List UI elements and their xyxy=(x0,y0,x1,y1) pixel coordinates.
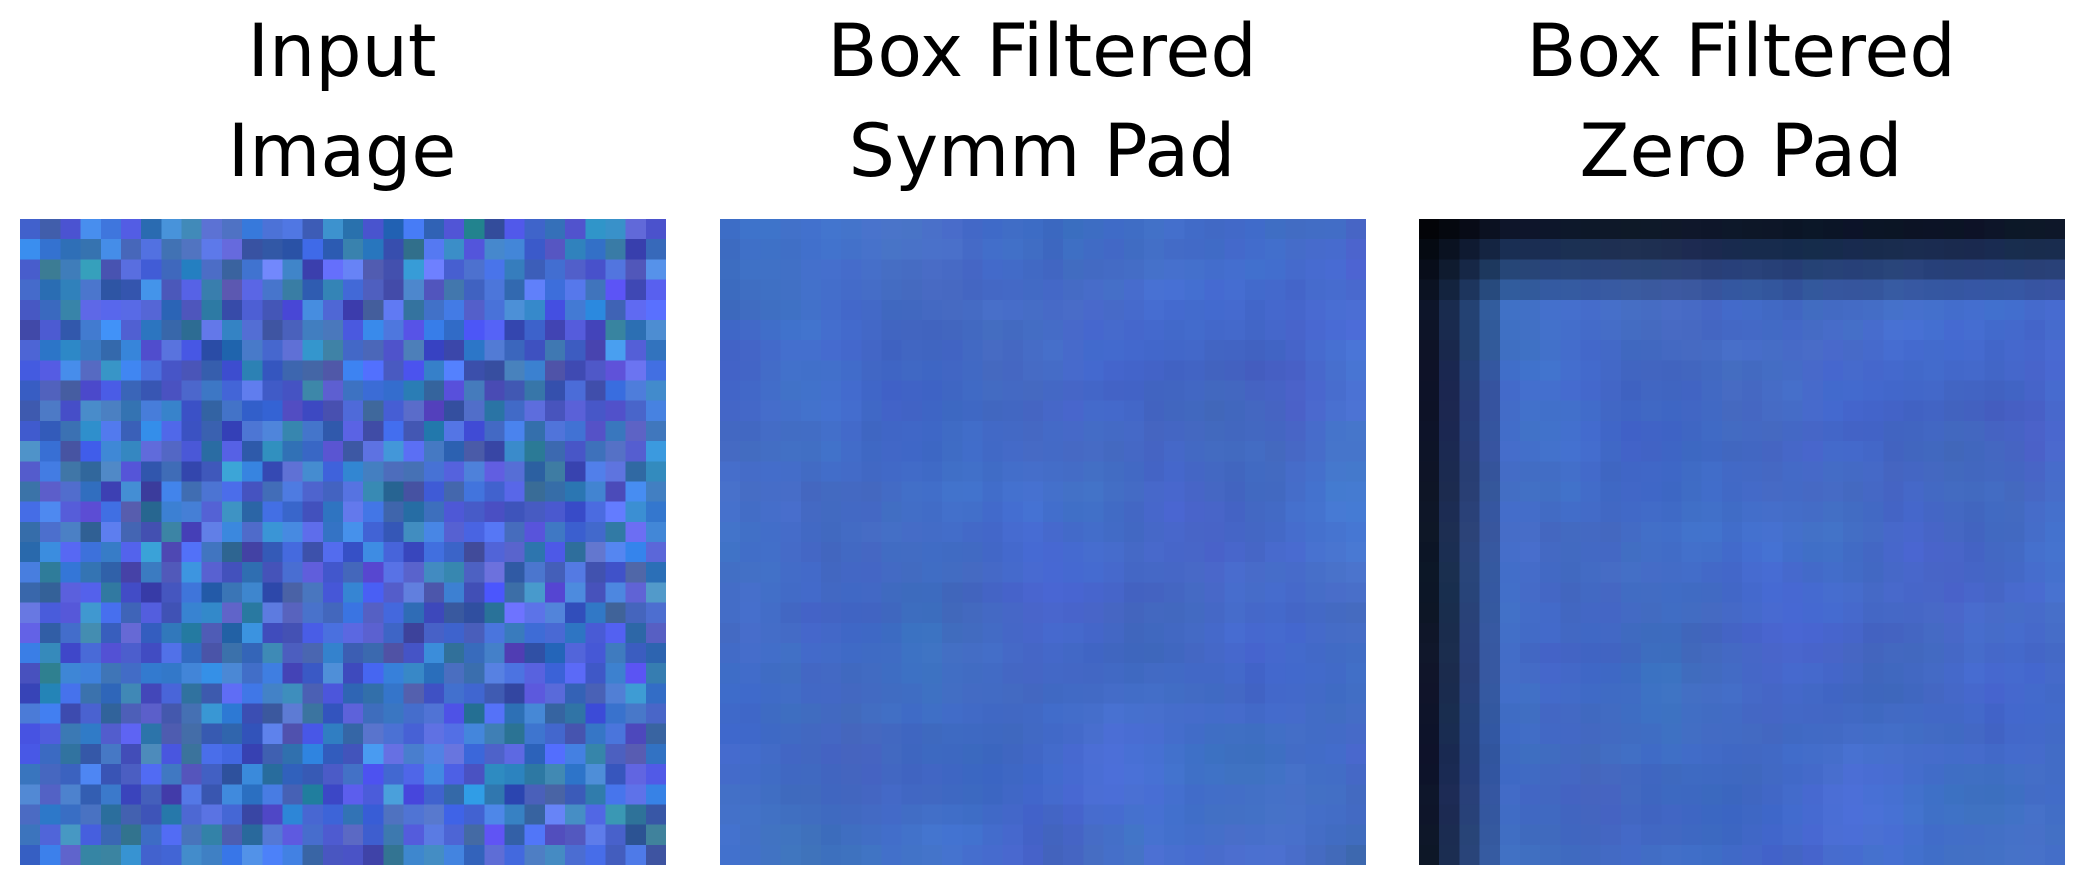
box-filtered-zero-pad-title: Box Filtered Zero Pad xyxy=(1418,2,2064,202)
box-filtered-zero-pad-canvas xyxy=(1419,219,2065,865)
box-filtered-symm-pad-panel xyxy=(720,219,1366,865)
title-line: Box Filtered xyxy=(827,9,1257,94)
box-filtered-zero-pad-panel xyxy=(1419,219,2065,865)
title-line: Symm Pad xyxy=(848,109,1236,194)
input-image-canvas xyxy=(20,219,666,865)
box-filtered-symm-pad-title: Box Filtered Symm Pad xyxy=(719,2,1365,202)
title-line: Image xyxy=(227,109,457,194)
title-line: Box Filtered xyxy=(1526,9,1956,94)
box-filtered-symm-pad-canvas xyxy=(720,219,1366,865)
input-image-title: Input Image xyxy=(19,2,665,202)
input-image-panel xyxy=(20,219,666,865)
title-line: Zero Pad xyxy=(1579,109,1903,194)
title-line: Input xyxy=(247,9,437,94)
